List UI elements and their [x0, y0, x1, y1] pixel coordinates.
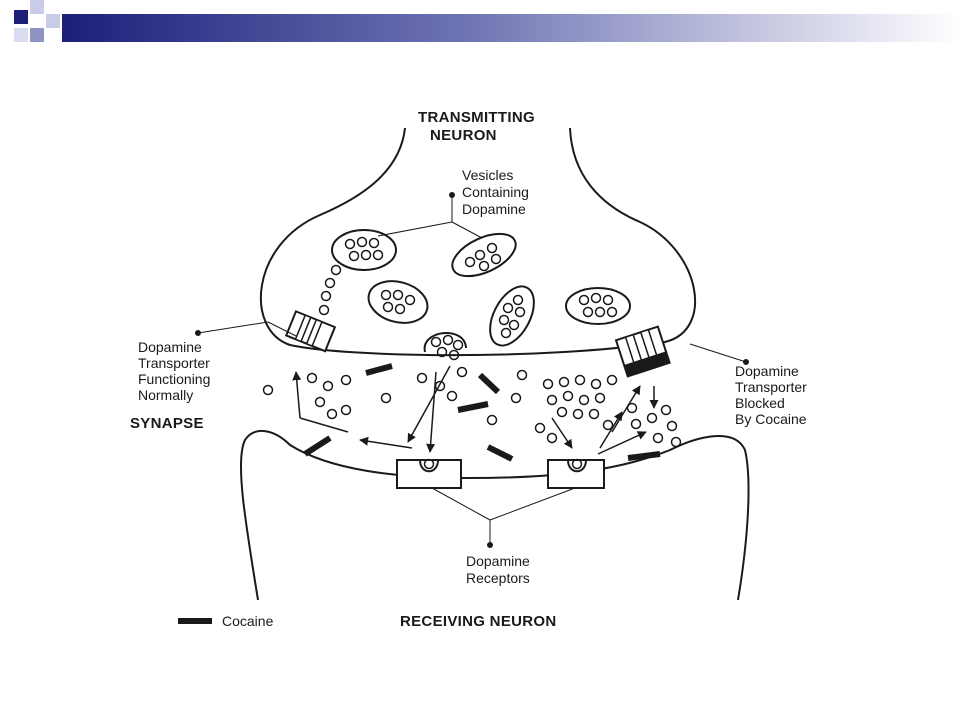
transporter-blocked [614, 325, 671, 378]
dopamine-molecules [262, 366, 682, 448]
dopamine-receptor [547, 458, 605, 489]
transmitting-neuron-membrane [259, 127, 697, 357]
vesicle [367, 280, 429, 324]
vesicle [565, 287, 631, 325]
label-transporter-normal: Dopamine Transporter Functioning Normall… [138, 339, 214, 403]
label-receiving-neuron: RECEIVING NEURON [400, 613, 556, 630]
label-receptors: Dopamine Receptors [466, 553, 534, 586]
legend: Cocaine [178, 613, 274, 629]
header-square-mid [30, 28, 44, 42]
header-square-light [30, 0, 44, 14]
receiving-neuron-membrane [239, 430, 750, 601]
vesicle [331, 229, 397, 271]
header-square-light [14, 28, 28, 42]
dopamine-receptor [396, 458, 462, 489]
vesicle [489, 285, 535, 347]
transporter-normal [284, 310, 337, 353]
label-vesicles: Vesicles Containing Dopamine [462, 167, 533, 217]
label-transporter-blocked: Dopamine Transporter Blocked By Cocaine [735, 363, 811, 427]
cocaine-molecules [303, 363, 661, 462]
header-gradient-bar [62, 14, 960, 42]
label-synapse: SYNAPSE [130, 415, 204, 432]
slide-header-bar [14, 0, 960, 42]
label-transmitting-neuron: TRANSMITTING NEURON [418, 109, 539, 144]
dopamine-release-chain [318, 264, 342, 316]
legend-cocaine-label: Cocaine [222, 613, 274, 629]
dopamine-flow-arrows [292, 365, 659, 455]
header-square-dark [14, 10, 28, 24]
exocytosis-vesicle [423, 332, 467, 361]
header-square-light [46, 14, 60, 28]
vesicle [451, 232, 517, 278]
label-leader-lines [195, 192, 749, 548]
